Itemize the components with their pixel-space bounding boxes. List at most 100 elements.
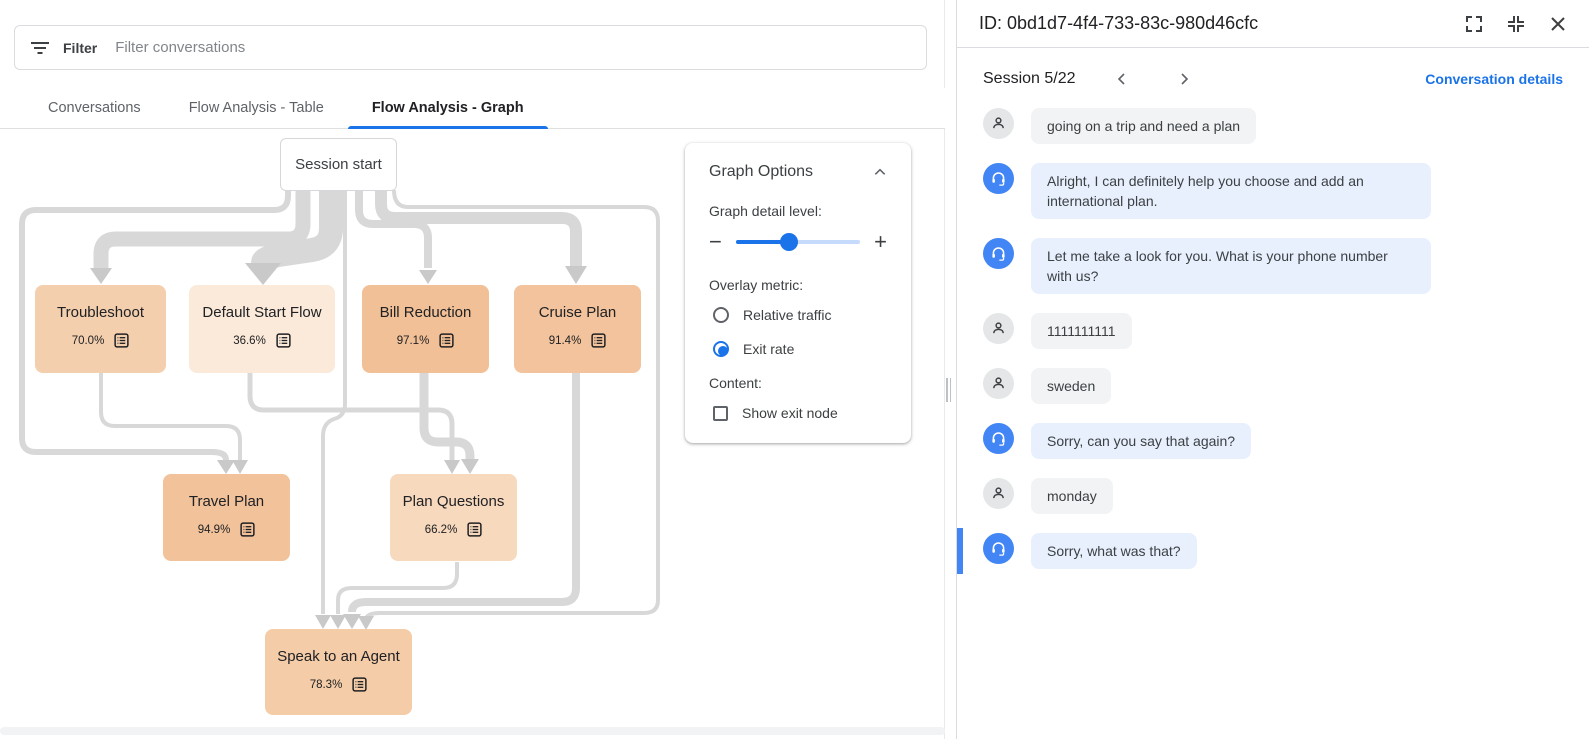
radio-relative-traffic[interactable]: Relative traffic [713,307,887,323]
node-travel-plan[interactable]: Travel Plan 94.9% [163,474,290,561]
node-session-start[interactable]: Session start [280,138,397,191]
person-icon [993,117,1004,129]
headset-icon [992,172,1005,186]
filter-input[interactable]: Filter conversations [115,39,246,56]
node-label: Plan Questions [402,493,505,510]
session-counter: Session 5/22 [983,70,1076,87]
node-exit-rate: 36.6% [233,334,266,347]
chat-message-row: sweden [983,368,1563,404]
node-default-start-flow[interactable]: Default Start Flow 36.6% [189,285,335,373]
node-label: Speak to an Agent [277,648,400,665]
radio-exit-rate[interactable]: Exit rate [713,341,887,357]
slider-thumb[interactable] [780,233,799,251]
node-details-icon[interactable] [276,333,291,348]
chat-message-row: 1111111111 [983,313,1563,349]
node-label: Cruise Plan [538,304,617,321]
horizontal-scrollbar[interactable] [0,727,945,735]
person-icon [993,377,1004,389]
node-exit-rate: 91.4% [548,334,582,347]
conversation-details-link[interactable]: Conversation details [1425,71,1563,87]
slider-minus-button[interactable]: − [709,229,722,254]
message-bubble: going on a trip and need a plan [1031,108,1257,144]
close-icon[interactable] [1549,15,1567,33]
message-bubble: Let me take a look for you. What is your… [1031,238,1431,294]
node-speak-to-agent[interactable]: Speak to an Agent 78.3% [265,629,412,715]
bot-avatar [983,423,1014,454]
person-icon [993,487,1004,499]
node-details-icon[interactable] [114,333,129,348]
filter-bar[interactable]: Filter Filter conversations [14,25,927,70]
message-bubble: sweden [1031,368,1112,404]
conversation-details-panel: ID: 0bd1d7-4f4-733-83c-980d46cfc Session… [956,0,1589,739]
headset-icon [992,432,1005,446]
chat-message-row: Let me take a look for you. What is your… [983,238,1563,294]
node-exit-rate: 94.9% [197,523,231,536]
message-bubble: monday [1031,478,1113,514]
node-bill-reduction[interactable]: Bill Reduction 97.1% [362,285,489,373]
graph-options-title: Graph Options [709,163,814,180]
node-label: Default Start Flow [202,304,322,321]
radio-icon [713,341,729,357]
detail-level-slider: − + [709,229,887,254]
node-details-icon[interactable] [352,677,367,692]
session-nav: Session 5/22 Conversation details [957,48,1589,98]
chat-message-row: going on a trip and need a plan [983,108,1563,144]
flow-analysis-panel: Filter Filter conversations Conversation… [0,25,945,735]
filter-label: Filter [63,39,98,56]
chat-message-row: monday [983,478,1563,514]
user-avatar [983,108,1014,139]
node-cruise-plan[interactable]: Cruise Plan 91.4% [514,285,641,373]
detail-level-label: Graph detail level: [709,203,822,219]
node-details-icon[interactable] [591,333,606,348]
node-label: Troubleshoot [57,304,144,321]
content-label: Content: [709,375,762,391]
message-bubble: Sorry, can you say that again? [1031,423,1252,459]
person-icon [993,322,1004,334]
slider-fill [735,240,790,244]
node-label: Travel Plan [188,493,265,510]
node-details-icon[interactable] [439,333,454,348]
user-avatar [983,313,1014,344]
node-troubleshoot[interactable]: Troubleshoot 70.0% [35,285,166,373]
tab-flow-analysis-table[interactable]: Flow Analysis - Table [188,100,324,116]
next-session-icon[interactable] [1178,73,1190,85]
panel-resize-handle[interactable] [946,378,954,402]
fullscreen-icon[interactable] [1465,15,1483,33]
checkbox-icon [713,405,728,421]
message-bubble: Sorry, what was that? [1031,533,1197,569]
bot-avatar [983,533,1014,564]
node-exit-rate: 97.1% [396,334,430,347]
tab-flow-analysis-graph[interactable]: Flow Analysis - Graph [347,88,548,129]
headset-icon [992,542,1005,556]
previous-session-icon[interactable] [1116,73,1128,85]
node-details-icon[interactable] [467,522,482,537]
details-header: ID: 0bd1d7-4f4-733-83c-980d46cfc [957,0,1589,48]
overlay-metric-label: Overlay metric: [709,277,804,293]
node-exit-rate: 78.3% [309,678,343,691]
node-exit-rate: 70.0% [71,334,105,347]
tab-conversations[interactable]: Conversations [48,100,141,116]
conversation-id-title: ID: 0bd1d7-4f4-733-83c-980d46cfc [979,13,1259,33]
node-label: Bill Reduction [379,304,472,321]
bot-avatar [983,163,1014,194]
message-bubble: Alright, I can definitely help you choos… [1031,163,1431,219]
bot-avatar [983,238,1014,269]
fullscreen-exit-icon[interactable] [1507,15,1525,33]
chat-message-row: Alright, I can definitely help you choos… [983,163,1563,219]
filter-icon [31,41,49,54]
headset-icon [992,247,1005,261]
checkbox-show-exit-node[interactable]: Show exit node [713,405,887,421]
panel-divider [944,0,945,739]
tab-bar: Conversations Flow Analysis - Table Flow… [0,88,945,129]
node-plan-questions[interactable]: Plan Questions 66.2% [390,474,517,561]
slider-track[interactable] [735,233,861,251]
collapse-chevron-up-icon[interactable] [873,165,887,179]
message-bubble: 1111111111 [1031,313,1132,349]
radio-icon [713,307,729,323]
chat-message-row: Sorry, what was that? [957,528,1563,574]
node-details-icon[interactable] [240,522,255,537]
node-exit-rate: 66.2% [424,523,458,536]
user-avatar [983,478,1014,509]
chat-messages: going on a trip and need a plan Alright,… [957,98,1589,574]
slider-plus-button[interactable]: + [874,229,887,254]
